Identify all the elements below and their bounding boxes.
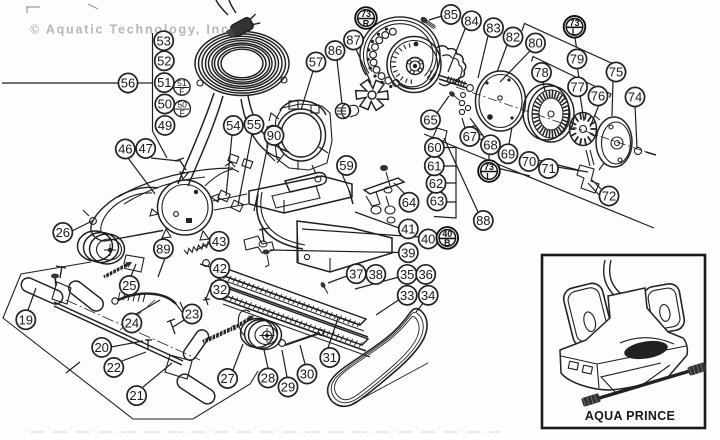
svg-text:36: 36 [418,267,432,282]
svg-text:84: 84 [464,13,478,28]
svg-text:90: 90 [267,128,281,143]
svg-text:80: 80 [528,36,542,51]
svg-text:19: 19 [19,312,33,327]
svg-text:74: 74 [628,90,642,105]
svg-text:63: 63 [430,194,444,209]
svg-text:88: 88 [476,213,490,228]
svg-text:32: 32 [213,282,227,297]
svg-text:79: 79 [570,52,584,67]
svg-text:38: 38 [369,267,383,282]
svg-text:56: 56 [121,76,135,91]
svg-text:50: 50 [158,97,172,112]
svg-text:41: 41 [401,222,415,237]
svg-text:67: 67 [463,129,477,144]
svg-text:© Aquatic Technology, Inc: © Aquatic Technology, Inc [30,23,230,37]
svg-text:53: 53 [156,33,170,48]
svg-text:F: F [180,108,185,118]
svg-text:52: 52 [157,53,171,68]
svg-text:B: B [444,238,451,248]
svg-text:42: 42 [213,261,227,276]
svg-text:76: 76 [591,89,605,104]
svg-text:59: 59 [339,158,353,173]
svg-text:37: 37 [349,266,363,281]
svg-text:33: 33 [400,288,414,303]
svg-text:21: 21 [129,388,143,403]
svg-text:75: 75 [609,65,623,80]
svg-text:F: F [179,87,184,97]
svg-text:20: 20 [94,340,108,355]
svg-text:89: 89 [156,241,170,256]
svg-text:26: 26 [56,225,70,240]
svg-text:24: 24 [125,316,139,331]
svg-text:47: 47 [138,141,152,156]
svg-text:23: 23 [185,307,199,322]
svg-text:L: L [572,27,578,37]
svg-text:30: 30 [300,367,314,382]
svg-text:87: 87 [346,33,360,48]
svg-text:55: 55 [247,117,261,132]
svg-text:25: 25 [122,278,136,293]
svg-text:77: 77 [570,79,584,94]
svg-text:R: R [363,18,370,28]
svg-text:72: 72 [602,189,616,204]
svg-text:65: 65 [423,112,437,127]
svg-text:46: 46 [118,142,132,157]
svg-text:82: 82 [506,30,520,45]
svg-text:39: 39 [401,245,415,260]
svg-text:28: 28 [261,371,275,386]
svg-text:64: 64 [402,195,416,210]
svg-text:34: 34 [421,288,435,303]
svg-text:62: 62 [429,176,443,191]
svg-text:61: 61 [427,158,441,173]
svg-text:43: 43 [212,234,226,249]
svg-text:22: 22 [107,360,121,375]
svg-text:60: 60 [427,140,441,155]
svg-text:L: L [486,171,492,181]
svg-text:40: 40 [421,232,435,247]
svg-text:AQUA PRINCE: AQUA PRINCE [585,409,675,423]
svg-text:69: 69 [501,146,515,161]
svg-text:54: 54 [226,118,240,133]
svg-text:83: 83 [486,20,500,35]
svg-text:29: 29 [281,380,295,395]
svg-text:31: 31 [323,350,337,365]
svg-text:57: 57 [309,55,323,70]
svg-text:49: 49 [158,118,172,133]
svg-text:27: 27 [220,371,234,386]
svg-text:85: 85 [444,7,458,22]
svg-text:35: 35 [400,267,414,282]
svg-text:71: 71 [541,161,555,176]
svg-text:78: 78 [534,65,548,80]
svg-text:68: 68 [483,137,497,152]
svg-text:70: 70 [522,154,536,169]
svg-text:86: 86 [328,43,342,58]
svg-text:51: 51 [157,75,171,90]
